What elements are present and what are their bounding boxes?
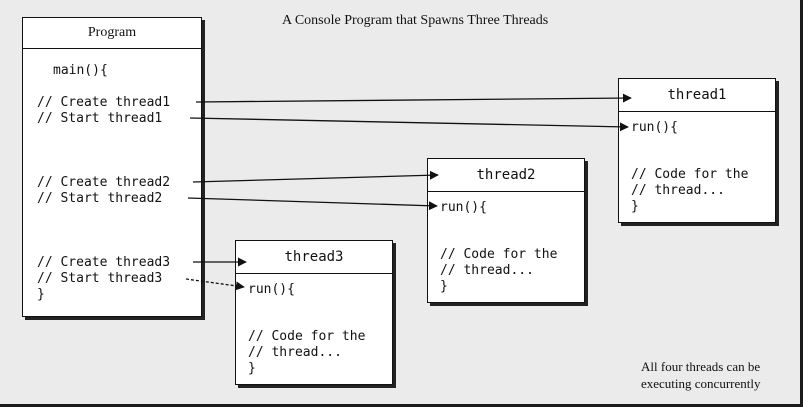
program-box: Program main(){ // Create thread1 // Sta…: [22, 17, 202, 317]
thread1-comment-line-2: // thread...: [631, 183, 725, 198]
concurrency-note: All four threads can be executing concur…: [641, 358, 760, 392]
thread1-code: run(){ // Code for the // thread... }: [619, 112, 775, 214]
thread3-box: thread3 run(){ // Code for the // thread…: [235, 240, 393, 385]
thread1-comment-line-1: // Code for the: [631, 167, 749, 182]
program-create-thread2-line: // Create thread2: [37, 175, 171, 190]
thread2-closing-brace: }: [440, 279, 448, 294]
thread1-box: thread1 run(){ // Code for the // thread…: [618, 78, 776, 223]
thread1-run-line: run(){: [631, 120, 678, 135]
program-start-thread2-line: // Start thread2: [37, 191, 163, 206]
thread2-heading: thread2: [428, 159, 584, 192]
thread2-box: thread2 run(){ // Code for the // thread…: [427, 158, 585, 303]
program-closing-brace: }: [37, 287, 45, 302]
arrow-create-thread1: [195, 93, 632, 103]
diagram-title: A Console Program that Spawns Three Thre…: [282, 13, 549, 28]
program-start-thread1-line: // Start thread1: [37, 111, 163, 126]
concurrency-note-line-1: All four threads can be: [641, 359, 761, 374]
program-heading: Program: [23, 18, 201, 49]
thread3-run-line: run(){: [248, 282, 295, 297]
concurrency-note-line-2: executing concurrently: [641, 376, 761, 391]
thread3-closing-brace: }: [248, 361, 256, 376]
thread2-comment-line-2: // thread...: [440, 263, 534, 278]
arrow-start-thread1: [189, 117, 629, 132]
arrow-start-thread2: [187, 197, 438, 211]
arrow-start-thread3: [185, 278, 245, 291]
thread3-comment-line-2: // thread...: [248, 345, 342, 360]
arrow-create-thread2: [192, 170, 439, 183]
program-create-thread3-line: // Create thread3: [37, 255, 171, 270]
thread1-closing-brace: }: [631, 199, 639, 214]
program-start-thread3-line: // Start thread3: [37, 271, 163, 286]
program-code: main(){ // Create thread1 // Start threa…: [23, 49, 201, 302]
program-create-thread1-line: // Create thread1: [37, 95, 171, 110]
program-main-line: main(){: [53, 63, 108, 78]
thread2-comment-line-1: // Code for the: [440, 247, 558, 262]
thread3-code: run(){ // Code for the // thread... }: [236, 274, 392, 376]
thread3-heading: thread3: [236, 241, 392, 274]
thread2-run-line: run(){: [440, 200, 487, 215]
thread2-code: run(){ // Code for the // thread... }: [428, 192, 584, 294]
thread1-heading: thread1: [619, 79, 775, 112]
thread3-comment-line-1: // Code for the: [248, 329, 366, 344]
